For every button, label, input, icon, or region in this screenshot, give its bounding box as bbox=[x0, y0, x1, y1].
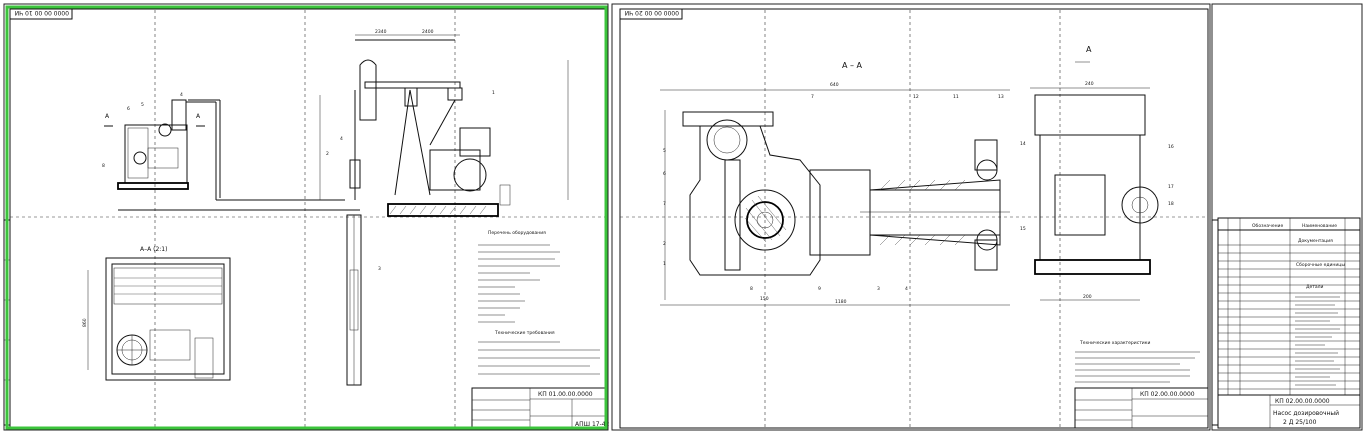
svg-text:2400: 2400 bbox=[422, 29, 434, 35]
section-a-a-view: A–A (2:1) 860 bbox=[82, 246, 231, 381]
svg-text:17: 17 bbox=[1168, 184, 1174, 190]
spec-section-assemblies: Сборочные единицы bbox=[1296, 262, 1345, 268]
pumping-jack-view: 2340 2400 1 2 4 3 bbox=[319, 29, 569, 386]
svg-text:7: 7 bbox=[663, 201, 666, 207]
svg-text:1: 1 bbox=[663, 261, 666, 267]
svg-text:11: 11 bbox=[953, 94, 959, 100]
pump-section-view: А – А 640 bbox=[660, 61, 1010, 306]
sheet-3-title-model: 2 Д 25/100 bbox=[1283, 419, 1317, 426]
sheet-1-notes: Перечень оборудования Технические требов… bbox=[478, 230, 600, 375]
sheet-2-stamp: 0000 00 00 20 ЧИ bbox=[625, 9, 679, 16]
sheet-2-section-label: А – А bbox=[842, 61, 863, 70]
svg-text:15: 15 bbox=[1020, 226, 1026, 232]
svg-text:4: 4 bbox=[340, 136, 343, 142]
svg-text:4: 4 bbox=[180, 92, 183, 98]
svg-text:13: 13 bbox=[998, 94, 1004, 100]
sheet-1-group: АПШ 17-42 bbox=[575, 421, 610, 428]
svg-text:2: 2 bbox=[663, 241, 666, 247]
svg-text:9: 9 bbox=[818, 286, 821, 292]
pump-side-view: А 240 200 bbox=[1030, 45, 1159, 301]
sheet-2-notes: Технические характеристики bbox=[1075, 340, 1200, 383]
sheet-2-view-label: А bbox=[1086, 45, 1092, 54]
svg-text:7: 7 bbox=[811, 94, 814, 100]
sheet-1-section-label: A–A (2:1) bbox=[140, 246, 167, 253]
pump-station-view: А А 6 5 4 8 bbox=[102, 92, 360, 211]
svg-text:4: 4 bbox=[905, 286, 908, 292]
svg-text:5: 5 bbox=[663, 148, 666, 154]
svg-text:1: 1 bbox=[492, 90, 495, 96]
dim-640: 640 bbox=[830, 82, 839, 88]
sheet-2-title-code: КП 02.00.00.0000 bbox=[1140, 391, 1195, 398]
dim-240: 240 bbox=[1085, 81, 1094, 87]
sheet-3-specification[interactable]: Обозначение Наименование Документация Сб… bbox=[1211, 3, 1363, 431]
svg-text:Перечень оборудования: Перечень оборудования bbox=[488, 230, 546, 236]
svg-text:3: 3 bbox=[877, 286, 880, 292]
svg-text:16: 16 bbox=[1168, 144, 1174, 150]
svg-text:12: 12 bbox=[913, 94, 919, 100]
sheet-1[interactable]: 0000 00 00 10 ЧИ А А bbox=[3, 3, 610, 431]
svg-text:3: 3 bbox=[378, 266, 381, 272]
svg-text:2340: 2340 bbox=[375, 29, 387, 35]
svg-text:200: 200 bbox=[1083, 294, 1092, 300]
svg-text:860: 860 bbox=[82, 318, 88, 327]
sheet-3-title-name: Насос дозировочный bbox=[1273, 410, 1339, 417]
sheet-1-stamp: 0000 00 00 10 ЧИ bbox=[15, 9, 69, 16]
selection-highlight bbox=[5, 5, 608, 430]
svg-text:8: 8 bbox=[750, 286, 753, 292]
svg-text:6: 6 bbox=[127, 106, 130, 112]
dim-1180: 1180 bbox=[835, 299, 847, 305]
spec-section-docs: Документация bbox=[1298, 238, 1333, 244]
svg-text:18: 18 bbox=[1168, 201, 1174, 207]
spec-header-name: Наименование bbox=[1302, 223, 1337, 229]
dim-150: 150 bbox=[760, 296, 769, 302]
spec-section-parts: Детали bbox=[1306, 284, 1324, 290]
sheet-1-title-code: КП 01.00.00.0000 bbox=[538, 391, 593, 398]
svg-text:6: 6 bbox=[663, 171, 666, 177]
svg-text:А: А bbox=[196, 113, 201, 120]
svg-text:5: 5 bbox=[141, 102, 144, 108]
spec-header-designation: Обозначение bbox=[1252, 223, 1283, 229]
svg-text:8: 8 bbox=[102, 163, 105, 169]
sheet-1-tech-heading: Технические требования bbox=[494, 330, 555, 336]
sheet-2-tech-heading: Технические характеристики bbox=[1079, 340, 1150, 346]
sheet-2-title-block: КП 02.00.00.0000 bbox=[1074, 387, 1209, 429]
sheet-2-callouts: 5 6 7 2 1 7 12 11 13 14 15 16 17 18 8 9 … bbox=[663, 94, 1174, 292]
sheet-2[interactable]: 0000 00 00 20 ЧИ А – А 640 bbox=[611, 3, 1211, 431]
svg-text:А: А bbox=[105, 113, 110, 120]
sheet-3-title-code: КП 02.00.00.0000 bbox=[1275, 398, 1330, 405]
svg-text:2: 2 bbox=[326, 151, 329, 157]
svg-text:14: 14 bbox=[1020, 141, 1026, 147]
